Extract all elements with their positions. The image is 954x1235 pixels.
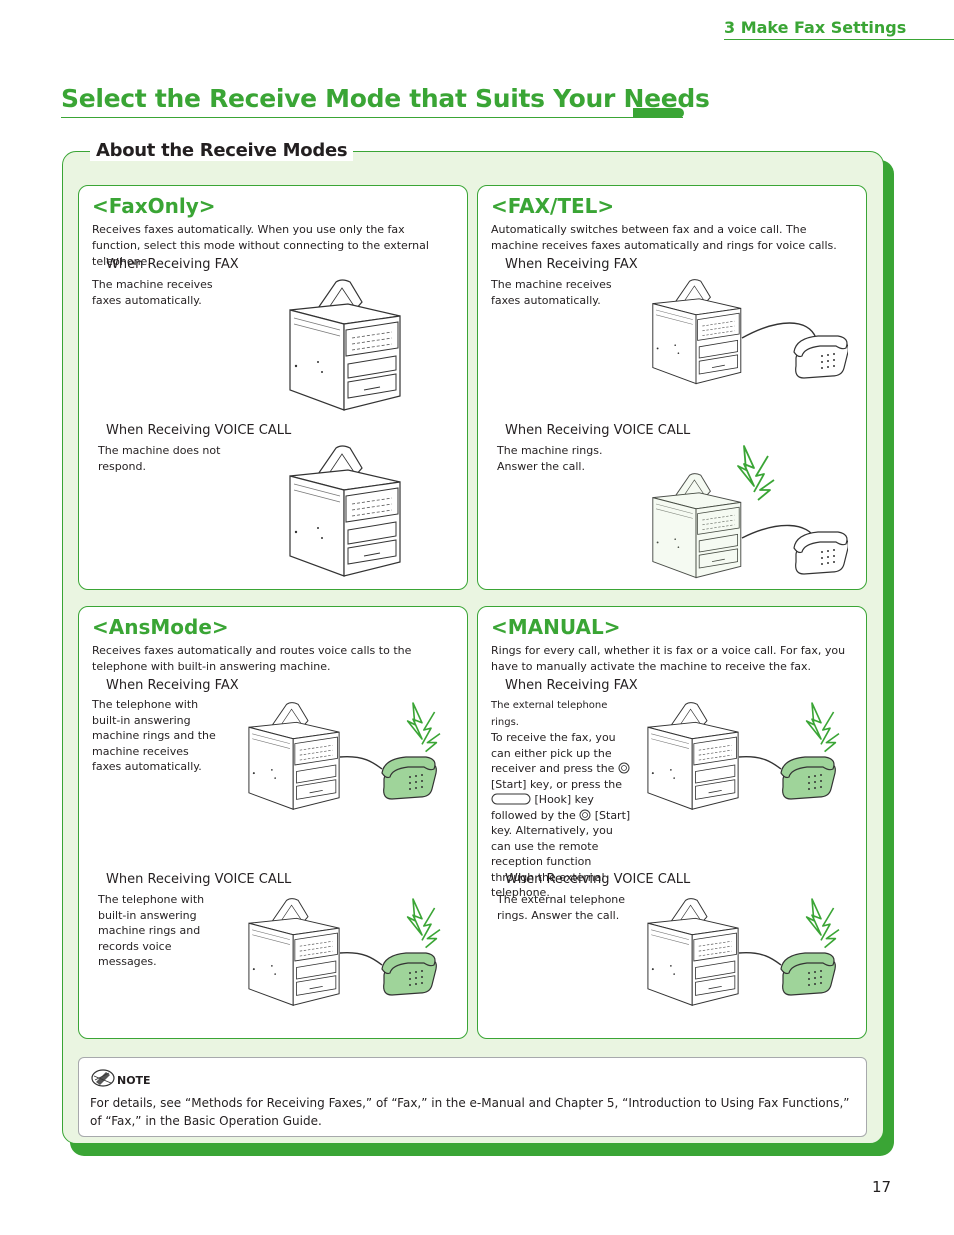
- start-key-icon: [579, 809, 591, 820]
- page-number: 17: [872, 1178, 892, 1196]
- card-description: Receives faxes automatically. When you u…: [92, 223, 429, 268]
- note-label: NOTE: [117, 1074, 151, 1087]
- title-bar: [633, 108, 684, 118]
- section-header: 3 Make Fax Settings: [724, 18, 954, 40]
- voice-heading: When Receiving VOICE CALL: [106, 423, 292, 438]
- fax-heading: When Receiving FAX: [505, 678, 638, 693]
- fax-text: [Start] key, or press the: [491, 777, 622, 791]
- note-box: NOTE For details, see “Methods for Recei…: [78, 1057, 867, 1137]
- voice-text: The external telephone rings. Answer the…: [497, 893, 626, 922]
- note-text: For details, see “Methods for Receiving …: [90, 1096, 850, 1128]
- card-title: <FaxOnly>: [92, 194, 216, 218]
- voice-heading: When Receiving VOICE CALL: [505, 872, 691, 887]
- voice-heading: When Receiving VOICE CALL: [505, 423, 691, 438]
- card-description: Rings for every call, whether it is fax …: [491, 644, 846, 673]
- card-title: <FAX/TEL>: [491, 194, 615, 218]
- card-description: Automatically switches between fax and a…: [491, 223, 837, 252]
- fax-text: The machine receives faxes automatically…: [491, 278, 612, 307]
- hook-key-icon: [491, 793, 531, 805]
- fax-machine-with-phone-illustration: [652, 279, 848, 385]
- fax-machine-illustration: [289, 445, 401, 577]
- card-faxonly: <FaxOnly> Receives faxes automatically. …: [78, 185, 468, 590]
- fax-text: The external telephone rings.: [491, 700, 608, 728]
- page-title: Select the Receive Mode that Suits Your …: [61, 84, 710, 113]
- fax-machine-illustration: [289, 279, 401, 411]
- fax-text: [Start] key. Alternatively, you can use …: [491, 808, 631, 900]
- fax-heading: When Receiving FAX: [505, 257, 638, 272]
- fax-text: To receive the fax, you can either pick …: [491, 731, 616, 775]
- voice-text: The machine does not respond.: [98, 444, 221, 473]
- fax-machine-with-answering-phone-illustration: [248, 898, 441, 1006]
- fax-text: [Hook] key followed by the: [491, 793, 594, 822]
- fax-text: The telephone with built-in answering ma…: [92, 698, 216, 773]
- start-key-icon: [618, 762, 630, 774]
- note-pencil-icon: [91, 1069, 115, 1087]
- card-title: <MANUAL>: [491, 615, 621, 639]
- frame-title: About the Receive Modes: [90, 140, 354, 161]
- fax-machine-with-answering-phone-illustration: [248, 702, 441, 810]
- card-manual: <MANUAL> Rings for every call, whether i…: [477, 606, 867, 1039]
- fax-heading: When Receiving FAX: [106, 678, 239, 693]
- fax-machine-with-phone-illustration: [647, 898, 840, 1006]
- fax-instructions: The external telephone rings. To receive…: [491, 697, 633, 901]
- fax-text: The machine receives faxes automatically…: [92, 278, 213, 307]
- voice-text: The machine rings. Answer the call.: [497, 444, 603, 473]
- card-title: <AnsMode>: [92, 615, 229, 639]
- card-faxtel: <FAX/TEL> Automatically switches between…: [477, 185, 867, 590]
- ringing-fax-machine-illustration: [652, 445, 848, 579]
- card-ansmode: <AnsMode> Receives faxes automatically a…: [78, 606, 468, 1039]
- fax-heading: When Receiving FAX: [106, 257, 239, 272]
- voice-heading: When Receiving VOICE CALL: [106, 872, 292, 887]
- title-underline: [61, 117, 683, 118]
- voice-text: The telephone with built-in answering ma…: [98, 893, 205, 968]
- fax-machine-with-phone-illustration: [647, 702, 840, 810]
- card-description: Receives faxes automatically and routes …: [92, 644, 412, 673]
